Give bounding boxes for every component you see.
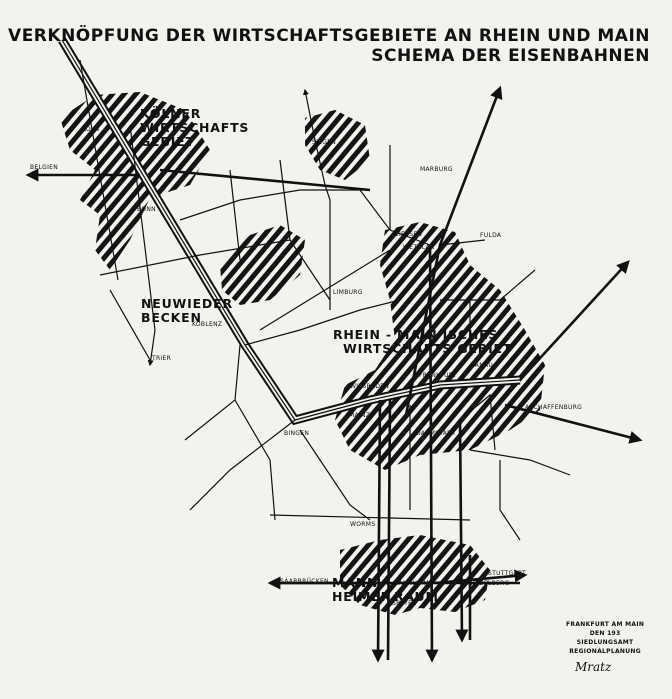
city-label-wetzlar: WETZLAR [403,244,435,251]
city-label-siegen: SIEGEN [312,139,337,146]
city-label-wiesbaden: WIESBADEN [350,383,390,390]
city-label-heidelberg: HEIDELBERG [468,580,510,587]
city-label-mainz: MAINZ [349,412,371,419]
region-label-line: KÖLNER [140,106,202,121]
region-label-line: HEIMER [332,589,392,604]
city-label-worms: WORMS [350,521,376,528]
region-label-line: WIRTSCHAFTS [140,120,250,135]
city-label-stuttgart: STUTTGART [488,570,526,577]
rhine-main-trunk [58,37,521,426]
region-label-line: NEUWIEDER [141,296,233,311]
region-label-line: RAUM [394,589,439,604]
imprint-line: SIEDLUNGSAMT [576,639,634,646]
secondary-railway-lines [79,59,571,541]
imprint-line: FRANKFURT AM MAIN [566,621,645,628]
region-hatch-koeln [60,92,210,270]
region-label-line: RHEIN - MAIN ISCHES [333,327,499,342]
city-label-bonn: BONN [137,206,156,213]
region-label-mannheim-right: RAUM [394,590,439,604]
city-label-limburg: LIMBURG [333,289,363,296]
city-label-belgien: BELGIEN [30,164,59,171]
city-label-saarbruecken: SAARBRÜCKEN [280,578,329,585]
map-title: VERKNÖPFUNG DER WIRTSCHAFTSGEBIETE AN RH… [8,26,650,46]
region-hatch-neuwied [220,225,305,305]
region-label-line: MANN - [332,575,390,590]
region-label-line: WIRTSCHAFTS GEBIET [343,341,513,356]
city-label-koeln: KÖLN [82,126,100,133]
city-label-koblenz: KOBLENZ [192,321,223,328]
city-label-aschaffenburg: ASCHAFFENBURG [525,404,583,411]
region-label-mannheim-left: MANN - HEIMER [332,576,391,604]
primary-railway-lines [25,85,643,663]
imprint-line: REGIONALPLANUNG [569,648,641,655]
city-label-mannheim: MANNHEIM [393,580,429,587]
city-label-darmstadt: DARMSTADT [416,430,457,437]
region-label-koeln: KÖLNER WIRTSCHAFTS GEBIET [140,107,249,149]
city-label-speyer: SPEYER [392,600,417,607]
region-hatch-siegen [305,110,370,180]
city-label-trier: TRIER [152,355,172,362]
region-label-neuwied: NEUWIEDER BECKEN [141,297,233,325]
imprint-block: FRANKFURT AM MAIN DEN 193 SIEDLUNGSAMT R… [566,620,644,656]
region-label-line: BECKEN [141,310,202,325]
region-label-line: GEBIET [140,134,195,149]
region-hatch-rhein-main [335,222,545,470]
city-label-fulda: FULDA [480,232,502,239]
city-label-hanau: HANAU [470,362,494,369]
region-label-rhein-main: RHEIN - MAIN ISCHES WIRTSCHAFTS GEBIET [333,328,512,356]
city-label-bingen: BINGEN [284,430,310,437]
imprint-line: DEN 193 [589,630,621,637]
map-subtitle: SCHEMA DER EISENBAHNEN [371,46,650,66]
city-label-marburg: MARBURG [420,166,453,173]
city-label-giessen: GIESSEN [394,231,423,238]
signature: Mratz [575,660,612,674]
city-label-frankfurt: FRANKFURT [419,372,457,379]
